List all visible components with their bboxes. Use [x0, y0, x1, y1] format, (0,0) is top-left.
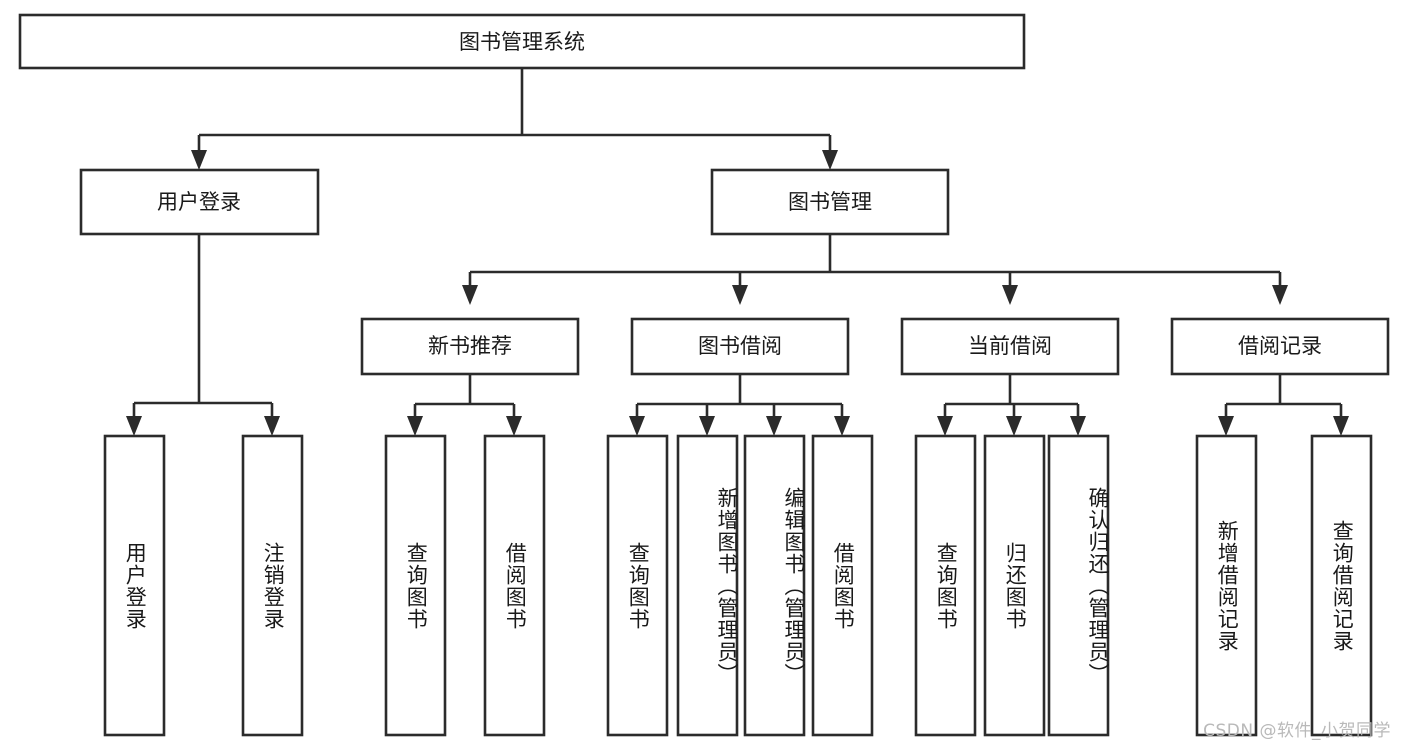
- node-leaf-query-record-box[interactable]: [1310, 434, 1373, 737]
- node-book-borrow-label: 图书借阅: [698, 334, 782, 358]
- node-leaf-query-book-1-box[interactable]: [384, 434, 447, 737]
- node-leaf-add-book-box[interactable]: [676, 434, 739, 737]
- arrowhead-leaf-edit-book: [766, 416, 782, 436]
- arrowhead-leaf-query-book-1: [407, 416, 423, 436]
- arrowhead-book-manage: [822, 150, 838, 170]
- arrowhead-leaf-borrow-book-2: [834, 416, 850, 436]
- node-leaf-return-book-box[interactable]: [983, 434, 1046, 737]
- node-leaf-borrow-book-1-box[interactable]: [483, 434, 546, 737]
- node-new-book-recommend-box[interactable]: [360, 317, 580, 376]
- csdn-watermark: CSDN @软件_小贺同学: [1203, 721, 1391, 741]
- node-leaf-query-book-2-box[interactable]: [606, 434, 669, 737]
- node-user-login-box[interactable]: [79, 168, 320, 236]
- node-leaf-user-login-box[interactable]: [103, 434, 166, 737]
- node-leaf-confirm-return-box[interactable]: [1047, 434, 1110, 737]
- connector-group-borrow-record: [1218, 374, 1349, 436]
- node-root-label: 图书管理系统: [459, 30, 585, 54]
- node-book-borrow-box[interactable]: [630, 317, 850, 376]
- node-borrow-record-box[interactable]: [1170, 317, 1390, 376]
- arrowhead-user-login: [191, 150, 207, 170]
- connector-group-book-borrow: [629, 374, 850, 436]
- connector-group-user-login: [126, 234, 280, 436]
- arrowhead-leaf-user-login: [126, 416, 142, 436]
- node-leaf-edit-book-box[interactable]: [743, 434, 806, 737]
- node-new-book-recommend-label: 新书推荐: [428, 334, 512, 358]
- arrowhead-leaf-add-book: [699, 416, 715, 436]
- arrowhead-book-borrow: [732, 285, 748, 305]
- arrowhead-leaf-borrow-book-1: [506, 416, 522, 436]
- arrowhead-leaf-confirm-return: [1070, 416, 1086, 436]
- node-borrow-record-label: 借阅记录: [1238, 334, 1322, 358]
- arrowhead-leaf-query-book-2: [629, 416, 645, 436]
- arrowhead-current-borrow: [1002, 285, 1018, 305]
- arrowhead-leaf-query-record: [1333, 416, 1349, 436]
- node-root-box[interactable]: [18, 13, 1026, 70]
- connector-group-book-manage: [462, 234, 1288, 305]
- node-leaf-query-book-3-box[interactable]: [914, 434, 977, 737]
- connector-group-new-book-recommend: [407, 374, 522, 436]
- connector-group-root: [191, 68, 838, 170]
- node-book-manage-label: 图书管理: [788, 190, 872, 214]
- node-book-manage-box[interactable]: [710, 168, 950, 236]
- connector-group-current-borrow: [937, 374, 1086, 436]
- arrowhead-new-book-recommend: [462, 285, 478, 305]
- node-user-login-label: 用户登录: [157, 190, 241, 214]
- arrowhead-leaf-add-record: [1218, 416, 1234, 436]
- node-leaf-borrow-book-2-box[interactable]: [811, 434, 874, 737]
- node-leaf-logout-box[interactable]: [241, 434, 304, 737]
- node-current-borrow-label: 当前借阅: [968, 334, 1052, 358]
- arrowhead-leaf-return-book: [1006, 416, 1022, 436]
- arrowhead-borrow-record: [1272, 285, 1288, 305]
- node-leaf-add-record-box[interactable]: [1195, 434, 1258, 737]
- arrowhead-leaf-query-book-3: [937, 416, 953, 436]
- arrowhead-leaf-logout: [264, 416, 280, 436]
- node-current-borrow-box[interactable]: [900, 317, 1120, 376]
